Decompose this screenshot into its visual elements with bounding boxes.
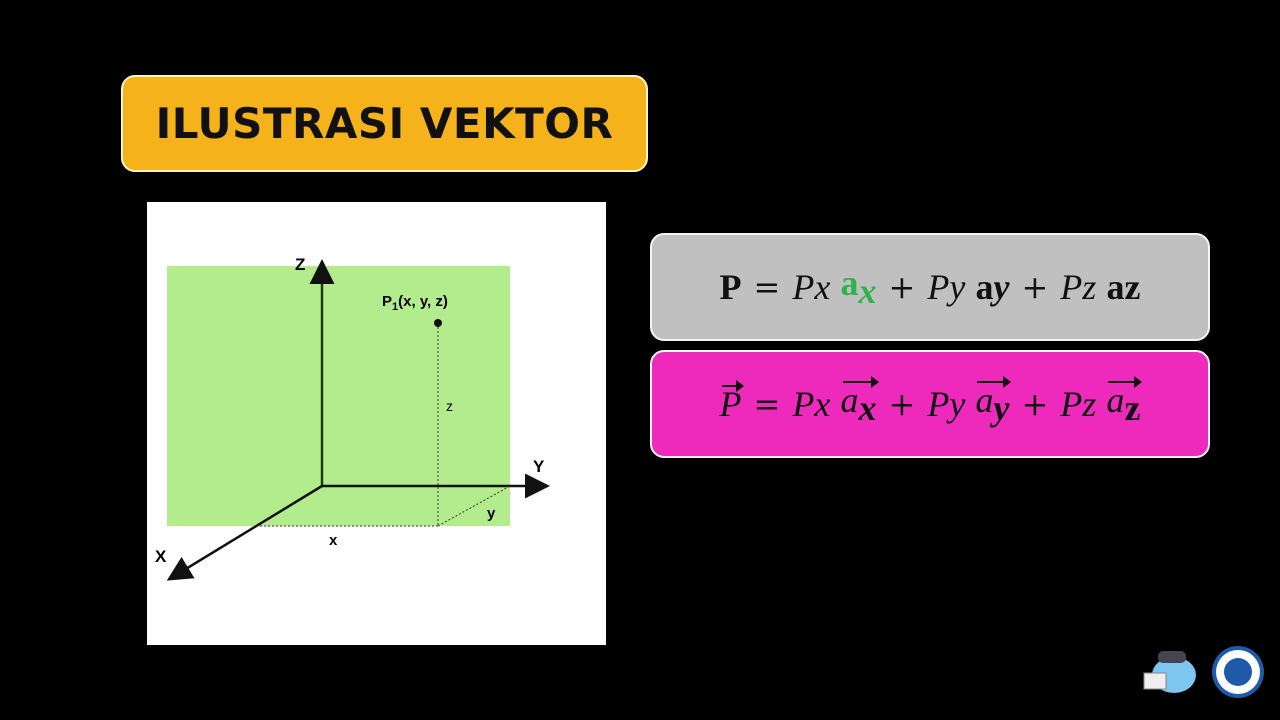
eq2-plus: + (888, 385, 916, 423)
eq2-ax-vector: ax (840, 380, 877, 428)
y-dimension-label: y (487, 505, 496, 522)
eq1-az: a (1106, 267, 1125, 307)
eq1-ay-sub: y (993, 267, 1010, 307)
z-axis-label: Z (295, 255, 305, 274)
eq1-px-sub: x (814, 267, 831, 307)
eq1-plus: + (888, 268, 916, 306)
eq1-py: P (927, 267, 950, 307)
z-dimension-label: z (446, 398, 453, 414)
x-dimension-label: x (329, 532, 338, 549)
plane-background (167, 266, 510, 526)
eq1-p: P (719, 267, 742, 307)
x-axis-label: X (155, 547, 167, 566)
eq2-plus: + (1021, 385, 1049, 423)
y-projection-line (437, 485, 511, 527)
point-p1 (434, 319, 442, 327)
eq1-pz: P (1060, 267, 1083, 307)
eq1-ay: a (975, 267, 994, 307)
eq2-az-vector: az (1106, 380, 1141, 428)
eq1-ax-highlighted: ax (840, 263, 877, 311)
x-axis (166, 484, 323, 581)
coordinate-diagram: Z Y X P1(x, y, z) z y x (155, 255, 550, 581)
slide-title: ILUSTRASI VEKTOR (121, 75, 648, 172)
logos (1142, 645, 1264, 701)
eq2-pz-sub: z (1082, 384, 1097, 424)
eq1-equals: = (753, 268, 781, 306)
eq1-py-sub: y (949, 267, 966, 307)
eq1-pz-sub: z (1082, 267, 1097, 307)
eq1-az-sub: z (1124, 267, 1141, 307)
eq2-equals: = (753, 385, 781, 423)
mascot-logo-icon (1143, 646, 1264, 698)
coordinate-diagram-panel: Z Y X P1(x, y, z) z y x (147, 202, 606, 645)
eq2-p-vector: P (719, 384, 742, 424)
y-axis-label: Y (533, 457, 545, 476)
eq2-px-sub: x (814, 384, 831, 424)
eq2-py-sub: y (949, 384, 966, 424)
eq1-plus: + (1021, 268, 1049, 306)
eq2-pz: P (1060, 384, 1083, 424)
eq2-ay-vector: ay (975, 380, 1010, 428)
eq1-px: P (792, 267, 815, 307)
eq2-py: P (927, 384, 950, 424)
eq2-px: P (792, 384, 815, 424)
point-label: P1(x, y, z) (382, 293, 448, 313)
